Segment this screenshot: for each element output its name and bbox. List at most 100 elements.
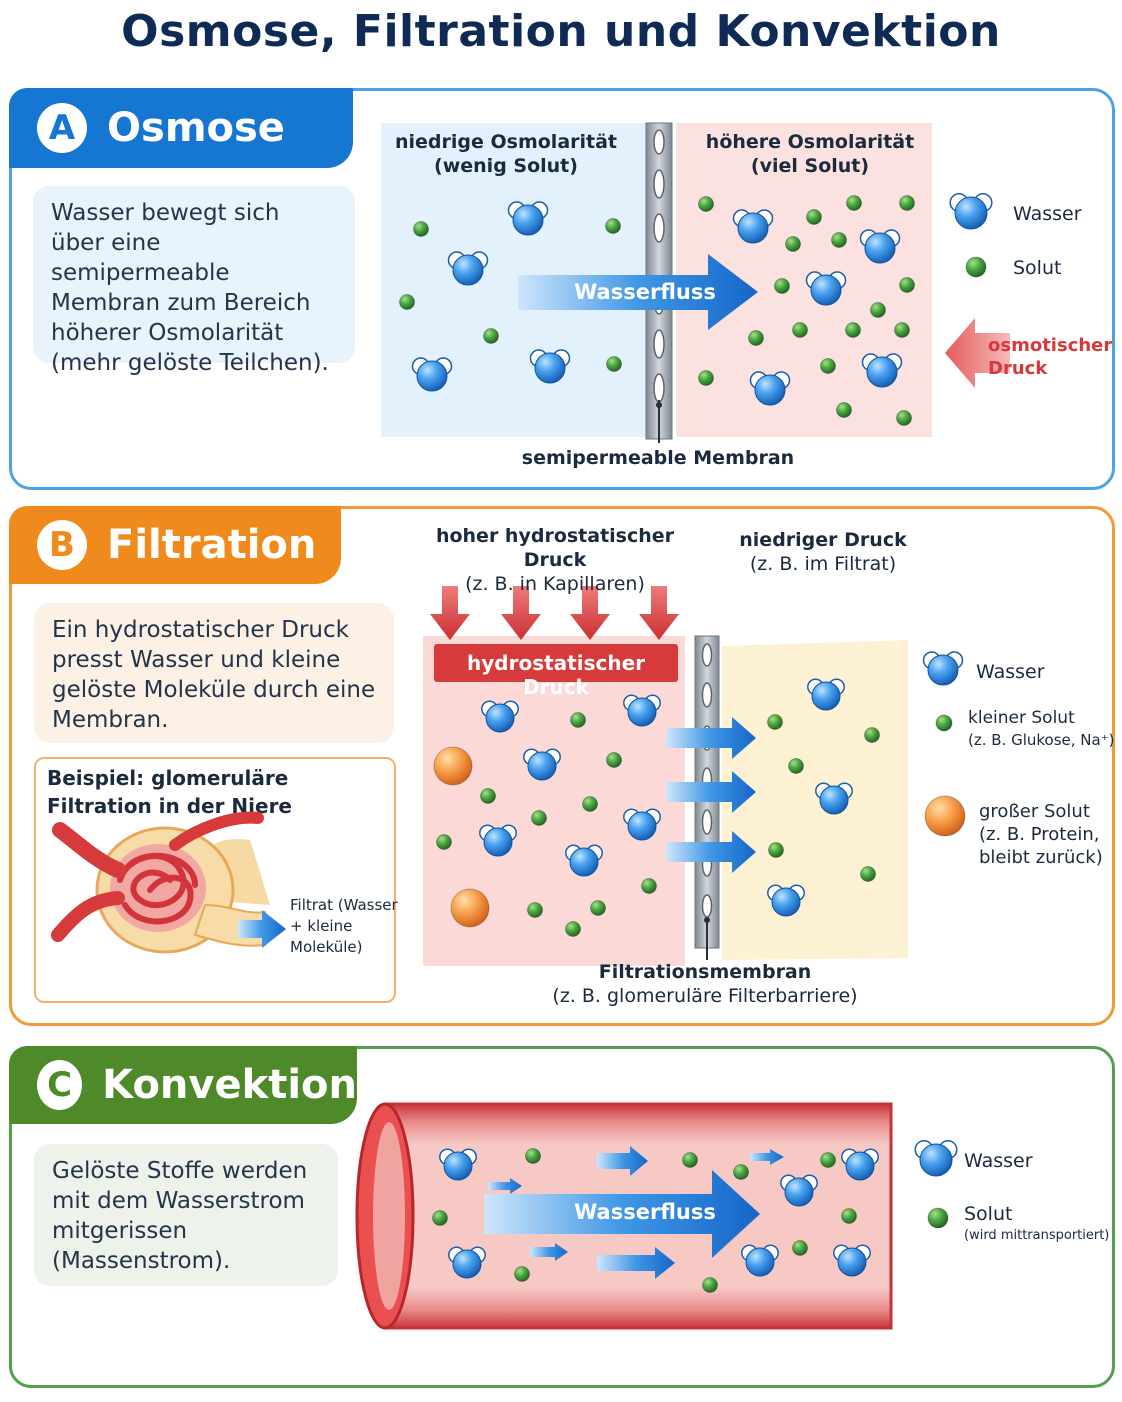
kidney-example-box [34,757,396,1003]
small-solute-particle-icon [767,714,783,730]
legend-water-label: Wasser [1013,203,1082,225]
low-pressure-label-line1: niedriger Druck [739,529,907,551]
solute-particle-icon [733,1164,749,1180]
konvektion-description: Gelöste Stoffe werden mit dem Wasserstro… [34,1144,338,1286]
solute-particle-icon [702,1277,718,1293]
water-molecule-icon [741,1244,779,1277]
water-molecule-icon [807,678,845,711]
section-konvektion-title: Konvektion [102,1062,357,1108]
filtration-legend-small-solute: kleiner Solut (z. B. Glukose, Na⁺) [968,707,1114,751]
filtration-legend-small-solute-line1: kleiner Solut [968,708,1075,728]
legend-solute-icon [965,256,987,278]
large-solute-particle-icon [450,888,490,928]
filtration-legend-large-solute: großer Solut (z. B. Protein, bleibt zurü… [979,800,1103,869]
water-flow-arrow [518,254,758,330]
water-molecule-icon [411,357,453,392]
water-molecule-icon [507,201,549,236]
solute-particle-icon [870,302,886,318]
solute-particle-icon [894,322,910,338]
small-solute-particle-icon [768,842,784,858]
small-solute-particle-icon [570,712,586,728]
water-molecule-icon [841,1148,879,1181]
konvektion-flow-arrow [484,1170,760,1258]
section-letter-b: B [37,520,87,570]
water-molecule-icon [481,700,519,733]
filtration-description: Ein hydrostatischer Druck presst Wasser … [34,603,394,743]
small-solute-particle-icon [641,878,657,894]
section-filtration-header: B Filtration [9,506,341,584]
hydrostatic-pressure-arrows [430,586,679,640]
solute-particle-icon [525,1148,541,1164]
small-solute-particle-icon [788,758,804,774]
filtration-legend-water-icon [922,651,964,686]
water-molecule-icon [623,694,661,727]
osmotic-pressure-label: osmotischer Druck [988,334,1113,380]
low-pressure-label: niedriger Druck (z. B. im Filtrat) [728,528,918,576]
konvektion-legend-solute-icon [927,1207,949,1229]
water-molecule-icon [623,808,661,841]
solute-particle-icon [899,277,915,293]
filtration-legend-small-solute-icon [935,714,953,732]
water-molecule-icon [859,229,901,264]
solute-particle-icon [399,294,415,310]
solute-particle-icon [836,402,852,418]
osmotic-pressure-label-line1: osmotischer [988,335,1113,356]
filtration-legend-large-solute-line2: (z. B. Protein, [979,824,1100,845]
small-solute-particle-icon [590,900,606,916]
solute-particle-icon [483,328,499,344]
solute-particle-icon [820,1152,836,1168]
hydrostatic-pressure-banner [434,644,678,682]
hydrostatic-pressure-banner-label: hydrostatischer Druck [467,651,645,699]
water-molecule-icon [439,1148,477,1181]
solute-particle-icon [896,410,912,426]
legend-water-icon [949,193,993,230]
water-molecule-icon [448,1246,486,1279]
solute-particle-icon [792,1240,808,1256]
filtration-legend-large-solute-line3: bleibt zurück) [979,847,1103,868]
filtration-flow-arrows [666,717,756,873]
solute-particle-icon [605,218,621,234]
high-pressure-label-line1: hoher hydrostatischer Druck [435,525,675,571]
solute-particle-icon [748,330,764,346]
water-molecule-icon [479,824,517,857]
section-konvektion-header: C Konvektion [9,1046,357,1124]
filtrat-arrow [238,910,286,948]
filtration-legend-large-solute-line1: großer Solut [979,801,1090,822]
small-solute-particle-icon [480,788,496,804]
water-molecule-icon [767,884,805,917]
solute-particle-icon [432,1210,448,1226]
filtration-legend-large-solute-icon [924,795,966,837]
water-molecule-icon [565,844,603,877]
small-solute-particle-icon [864,727,880,743]
filtration-membrane-label-line1: Filtrationsmembran [598,961,812,983]
membrane-label: semipermeable Membran [521,447,795,469]
konvektion-flow-label: Wasserfluss [574,1200,716,1224]
legend-solute-label: Solut [1013,257,1062,279]
filtration-legend-water-label: Wasser [976,661,1045,683]
small-solute-particle-icon [531,810,547,826]
water-molecule-icon [749,371,791,406]
high-osmolarity-label-line1: höhere Osmolarität [705,131,915,153]
low-pressure-label-line2: (z. B. im Filtrat) [749,553,897,575]
small-solute-particle-icon [436,834,452,850]
low-osmolarity-label-line1: niedrige Osmolarität [394,131,618,153]
konvektion-legend-water-label: Wasser [964,1150,1033,1172]
low-osmolarity-label: niedrige Osmolarität (wenig Solut) [381,130,631,178]
osmotic-pressure-arrow [945,318,1010,388]
section-osmose-title: Osmose [107,105,285,151]
solute-particle-icon [682,1152,698,1168]
high-osmolarity-label: höhere Osmolarität (viel Solut) [690,130,930,178]
solute-particle-icon [698,196,714,212]
water-molecule-icon [805,271,847,306]
small-solute-particle-icon [860,866,876,882]
solute-particle-icon [899,195,915,211]
solute-particle-icon [841,1208,857,1224]
high-pressure-label: hoher hydrostatischer Druck (z. B. in Ka… [410,524,700,596]
osmotic-pressure-label-line2: Druck [988,358,1048,379]
water-molecule-icon [861,353,903,388]
page-title: Osmose, Filtration und Konvektion [121,6,1001,57]
water-molecule-icon [815,782,853,815]
osmose-description: Wasser bewegt sich über eine semipermeab… [33,186,355,376]
water-molecule-icon [732,209,774,244]
